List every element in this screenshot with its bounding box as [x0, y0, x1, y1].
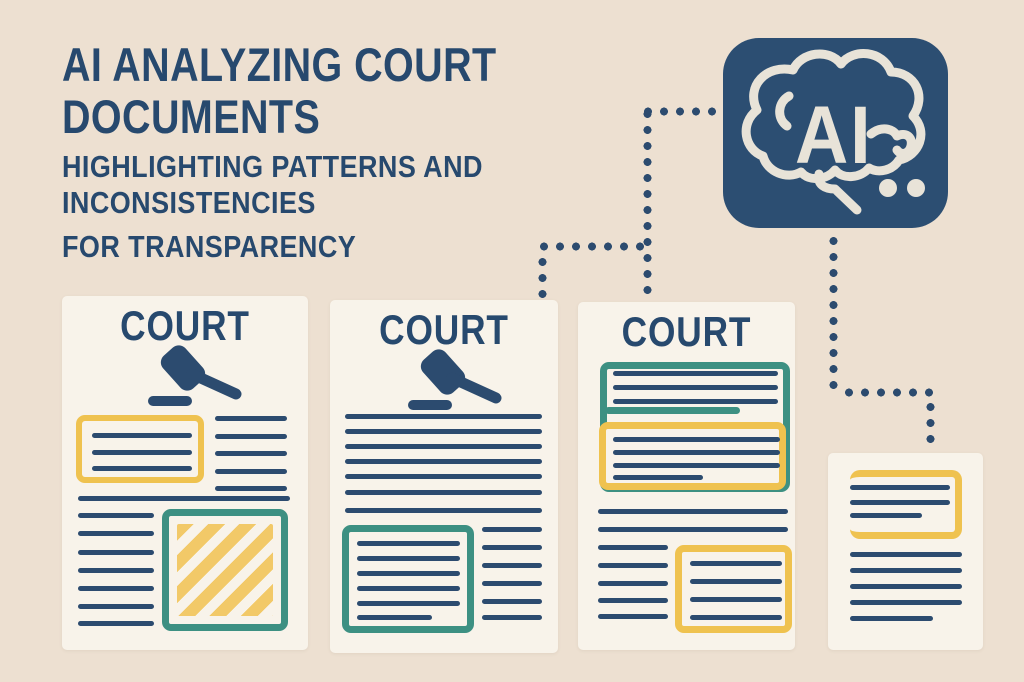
text-line [482, 527, 542, 532]
court-document-2: COURT [330, 300, 558, 653]
text-line [690, 579, 782, 584]
text-line [690, 597, 782, 602]
text-line [78, 568, 154, 573]
text-line [78, 604, 154, 609]
text-line [598, 581, 668, 586]
text-line [613, 371, 778, 376]
highlight-box-teal [342, 525, 474, 633]
text-line [215, 416, 287, 421]
text-line [613, 475, 703, 480]
text-line [215, 451, 287, 456]
text-line [850, 616, 933, 621]
text-line [78, 550, 154, 555]
court-doc3-label: COURT [621, 308, 752, 355]
text-line [690, 561, 782, 566]
text-line [357, 571, 460, 576]
gavel-icon [408, 349, 502, 410]
text-line [215, 434, 287, 439]
gavel-icon [148, 345, 242, 406]
text-line [613, 399, 778, 404]
text-line [78, 586, 154, 591]
text-line [78, 621, 154, 626]
dotted-connector-ai-down [828, 233, 839, 397]
text-line [690, 615, 782, 620]
subtitle-line-1: HIGHLIGHTING PATTERNS AND [62, 149, 483, 184]
text-line [613, 385, 778, 390]
ai-label: AI [795, 90, 873, 181]
dotted-connector-doc4-down [925, 399, 936, 451]
title-line-1: AI ANALYZING COURT [62, 38, 497, 91]
brain-icon [741, 49, 926, 215]
dotted-connector-ai-left [640, 106, 720, 117]
text-line [613, 463, 780, 468]
text-line [78, 496, 290, 501]
highlight-bracket-yellow [850, 470, 962, 539]
text-line [598, 598, 668, 603]
teal-box-partial-edge [605, 407, 740, 414]
ai-brain-badge: AI [723, 38, 948, 228]
court-document-1: COURT [62, 296, 308, 650]
dotted-connector-doc2-up [537, 254, 548, 300]
text-line [345, 508, 542, 513]
text-line [357, 601, 460, 606]
text-line [345, 444, 542, 449]
subtitle-line-2: INCONSISTENCIES [62, 185, 316, 220]
text-line [598, 614, 668, 619]
text-line [357, 556, 460, 561]
court-document-3: COURT [578, 302, 795, 650]
highlight-box-yellow [76, 415, 204, 483]
title-line-2: DOCUMENTS [62, 90, 321, 143]
dotted-connector-doc2-across [536, 241, 650, 252]
text-line [850, 485, 950, 490]
text-line [613, 450, 780, 455]
text-line [598, 545, 668, 550]
text-line [357, 541, 460, 546]
text-line [345, 429, 542, 434]
text-line [92, 450, 192, 455]
text-line [850, 500, 950, 505]
highlight-box-teal-hatched [162, 509, 288, 631]
text-line [482, 581, 542, 586]
text-line [92, 466, 192, 471]
text-line [482, 545, 542, 550]
text-line [345, 414, 542, 419]
dotted-connector-doc4-across [841, 387, 938, 398]
text-line [345, 490, 542, 495]
text-line [482, 563, 542, 568]
text-line [357, 615, 432, 620]
text-line [850, 584, 962, 589]
text-line [598, 509, 788, 514]
text-line [345, 474, 542, 479]
text-line [850, 513, 922, 518]
text-line [598, 563, 668, 568]
text-line [345, 459, 542, 464]
text-line [482, 615, 542, 620]
highlight-box-yellow [675, 545, 792, 633]
text-line [78, 531, 154, 536]
text-line [357, 586, 460, 591]
text-line [215, 486, 287, 491]
text-line [482, 599, 542, 604]
hatched-area [177, 524, 273, 616]
text-line [92, 433, 192, 438]
text-line [613, 437, 780, 442]
court-document-4 [828, 453, 983, 650]
text-line [850, 552, 962, 557]
court-doc1-label: COURT [120, 302, 250, 349]
text-line [850, 600, 962, 605]
text-line [215, 469, 287, 474]
ai-thought-dots [879, 179, 925, 197]
text-line [598, 527, 788, 532]
text-line [78, 513, 154, 518]
dotted-connector-doc3-up [642, 106, 653, 299]
text-line [850, 568, 962, 573]
court-doc2-label: COURT [379, 306, 509, 353]
subtitle-line-3: FOR TRANSPARENCY [62, 229, 357, 264]
